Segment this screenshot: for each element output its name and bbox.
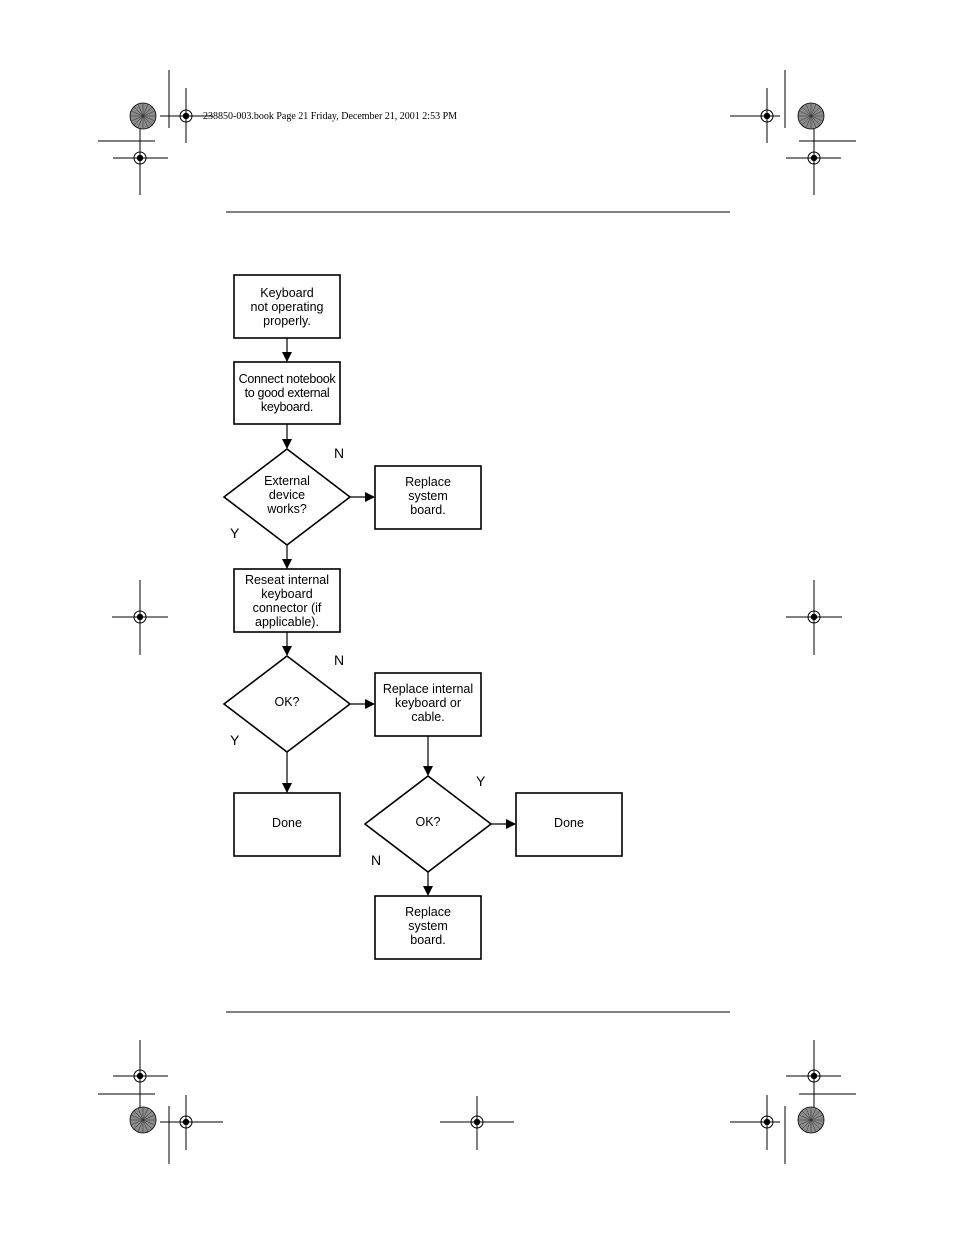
branch-label-external-no: N xyxy=(334,445,345,461)
crop-mark-bottom-right-icon xyxy=(730,1040,856,1164)
node-replace-board-2-box xyxy=(374,895,482,960)
branch-label-ok2-yes: Y xyxy=(476,773,486,789)
node-replace-keyboard-text: Replace internal keyboard or cable. xyxy=(382,682,474,724)
print-info-header: 238850-003.book Page 21 Friday, December… xyxy=(203,111,458,122)
node-done-1-text: Done xyxy=(272,816,302,830)
crop-mark-top-right-icon xyxy=(730,70,856,195)
registration-mark-bottom-center-icon xyxy=(440,1096,514,1150)
node-replace-board-2-text: Replace system board. xyxy=(405,905,451,947)
crop-mark-bottom-left-icon xyxy=(98,1040,223,1164)
node-done-1-box xyxy=(233,792,341,857)
node-replace-board-1-text: Replace system board. xyxy=(405,475,451,517)
branch-label-ok2-no: N xyxy=(371,852,382,868)
decision-ok-1-text: OK? xyxy=(274,695,300,709)
node-reseat-connector-text: Reseat internal keyboard connector (if a… xyxy=(244,572,330,629)
node-done-2-box xyxy=(515,792,623,857)
registration-mark-mid-right-icon xyxy=(786,580,842,655)
branch-label-external-yes: Y xyxy=(230,525,240,541)
decision-ok-2-text: OK? xyxy=(415,815,441,829)
node-start-text: Keyboard not operating properly. xyxy=(250,285,324,328)
decision-external-works-text: External device works? xyxy=(264,474,310,516)
node-replace-keyboard-box xyxy=(374,672,482,737)
registration-mark-mid-left-icon xyxy=(112,580,168,655)
node-replace-board-1-box xyxy=(374,465,482,530)
branch-label-ok1-yes: Y xyxy=(230,732,240,748)
node-done-2-text: Done xyxy=(554,816,584,830)
node-connect-external-text: Connect notebook to good external keyboa… xyxy=(238,372,336,414)
crop-mark-top-left-icon xyxy=(98,70,213,195)
branch-label-ok1-no: N xyxy=(334,652,345,668)
